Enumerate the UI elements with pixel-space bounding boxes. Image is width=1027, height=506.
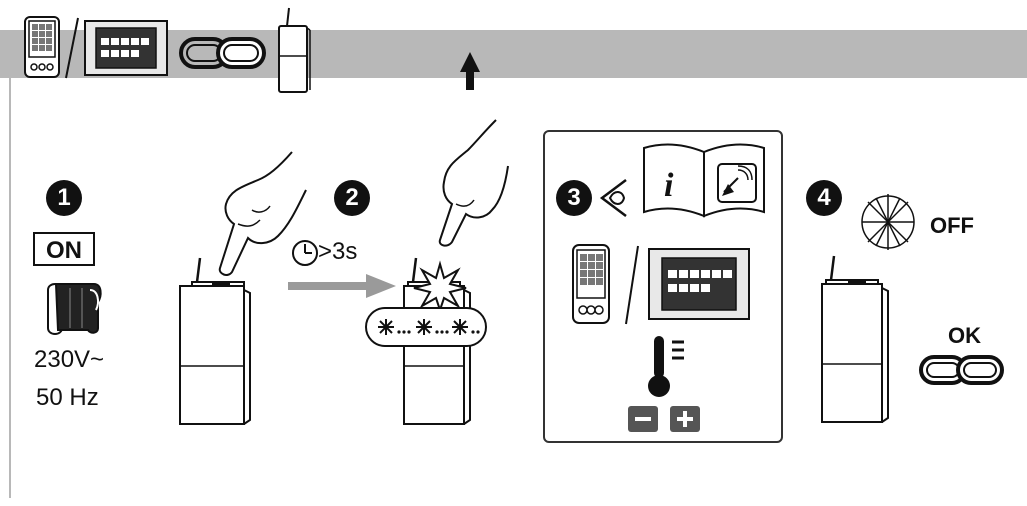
eye-icon bbox=[599, 179, 627, 217]
lifting-hand-icon bbox=[438, 52, 509, 247]
svg-text:i: i bbox=[664, 167, 674, 204]
thermometer-icon bbox=[648, 336, 684, 397]
left-margin-rule bbox=[9, 78, 11, 498]
voltage-label: 230V~ bbox=[34, 346, 105, 373]
arrow-right-icon bbox=[288, 274, 396, 298]
receiver-device-icon bbox=[278, 7, 311, 93]
manual-book-icon: i bbox=[643, 143, 765, 218]
slash-separator-icon bbox=[65, 17, 79, 79]
chain-link-icon bbox=[179, 37, 266, 69]
receiver-device-off bbox=[821, 255, 889, 423]
ok-label: OK bbox=[948, 323, 981, 348]
phone-icon bbox=[24, 16, 60, 78]
minus-button-icon bbox=[628, 406, 658, 432]
step-1-badge: 1 bbox=[46, 180, 82, 216]
slash-separator-icon bbox=[625, 245, 639, 325]
clock-icon bbox=[292, 240, 318, 266]
led-off-icon bbox=[861, 194, 915, 250]
blink-sequence-icon bbox=[365, 307, 487, 347]
touchscreen-display-icon bbox=[648, 248, 750, 320]
on-label: ON bbox=[33, 232, 95, 266]
receiver-device-press bbox=[179, 257, 251, 425]
pointing-hand-icon bbox=[218, 151, 307, 276]
step-3-badge: 3 bbox=[556, 180, 592, 216]
blinking-led-icon bbox=[413, 260, 467, 314]
hold-time-label: >3s bbox=[318, 238, 358, 265]
frequency-label: 50 Hz bbox=[36, 384, 99, 411]
step-4-badge: 4 bbox=[806, 180, 842, 216]
power-plug-icon bbox=[47, 283, 102, 335]
touchscreen-display-icon bbox=[84, 20, 168, 76]
header-bar bbox=[0, 30, 1027, 78]
chain-link-icon bbox=[919, 355, 1004, 385]
step-2-badge: 2 bbox=[334, 180, 370, 216]
off-label: OFF bbox=[930, 213, 974, 238]
plus-button-icon bbox=[670, 406, 700, 432]
phone-icon bbox=[572, 244, 610, 324]
